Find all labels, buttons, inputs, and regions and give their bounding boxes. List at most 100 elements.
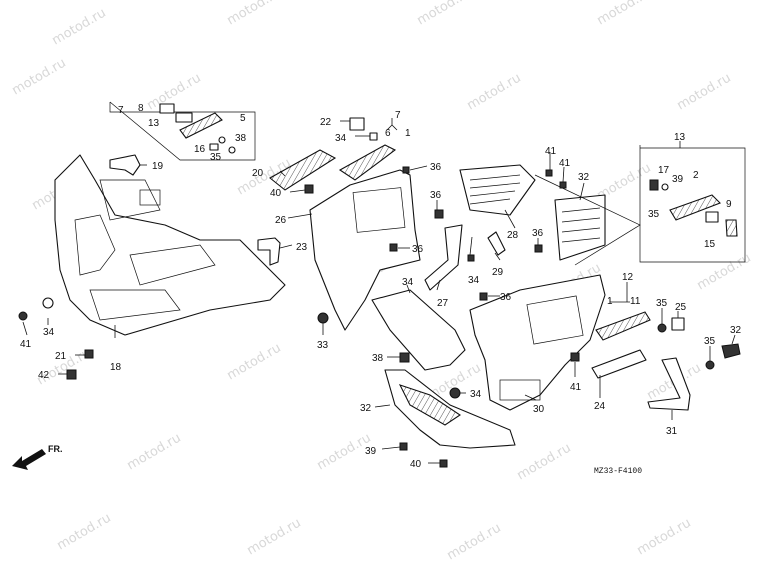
screw-part-40	[570, 352, 580, 362]
callout-32: 34	[470, 389, 482, 400]
trim-part-16	[269, 149, 337, 191]
grommet-part-13	[209, 143, 219, 151]
callout-8: 11	[630, 296, 641, 307]
callout-35: 35	[210, 152, 222, 163]
callout-36: 36	[500, 292, 512, 303]
trim-part-20	[591, 349, 647, 379]
callout-25: 29	[492, 267, 504, 278]
screw-part-40	[304, 184, 314, 194]
washer-part-38	[218, 136, 226, 144]
callout-40: 41	[570, 382, 582, 393]
callout-5: 7	[395, 110, 401, 121]
callout-10: 13	[674, 132, 686, 143]
screw-part-39	[399, 442, 408, 451]
grommet-part-13	[649, 179, 659, 191]
callout-33: 34	[43, 327, 55, 338]
watermark: motod.ru	[225, 0, 284, 28]
callout-36: 36	[412, 244, 424, 255]
clip-part-29	[721, 343, 741, 359]
screw-part-34	[657, 323, 667, 333]
callout-1: 1	[607, 296, 613, 307]
callout-1: 1	[405, 128, 411, 139]
watermark: motod.ru	[225, 341, 284, 384]
callout-6: 7	[118, 105, 124, 116]
nut-part-32	[449, 387, 461, 399]
callout-23: 27	[437, 298, 449, 309]
callout-12: 15	[704, 239, 716, 250]
nut-part-33	[42, 297, 54, 309]
leader-lines	[22, 118, 736, 464]
watermark: motod.ru	[50, 6, 109, 49]
watermark: motod.ru	[55, 511, 114, 554]
callout-15: 19	[152, 161, 164, 172]
front-direction-indicator: FR.	[12, 444, 63, 470]
watermark: motod.ru	[595, 0, 654, 28]
trim-part-4	[338, 144, 397, 181]
trim-part-8	[595, 311, 651, 341]
washer-part-38	[661, 183, 669, 191]
vent-part-24	[459, 164, 536, 216]
diagram-code: MZ33-F4100	[594, 467, 642, 476]
clip-part-36	[534, 244, 543, 253]
watermark: motod.ru	[675, 71, 734, 114]
fasteners	[18, 166, 741, 468]
callout-27: 31	[666, 426, 678, 437]
callout-36: 36	[430, 162, 442, 173]
inset-left	[109, 101, 256, 161]
under-cover-part-30	[384, 369, 516, 449]
fairing-part-26	[469, 274, 606, 411]
callout-42: 41	[20, 339, 32, 350]
screw-part-35	[228, 146, 236, 154]
callout-16: 20	[252, 168, 264, 179]
screw-part-18	[84, 349, 94, 359]
callout-38: 38	[235, 133, 247, 144]
watermark: motod.ru	[465, 71, 524, 114]
callout-41: 41	[545, 146, 557, 157]
panel-part-31	[371, 289, 466, 371]
clip-part-25	[487, 231, 506, 256]
watermark: motod.ru	[515, 441, 574, 484]
grill-part-28	[554, 194, 606, 261]
callout-37: 38	[372, 353, 384, 364]
callouts: 7 8 13 5 38 16 35 19 18 34 41 21 42 20 4…	[20, 103, 742, 470]
bracket-part-17	[349, 117, 365, 131]
callout-7: 9	[726, 199, 732, 210]
clip-part-12	[705, 211, 719, 223]
watermark: motod.ru	[125, 431, 184, 474]
nut-part-37	[399, 352, 410, 363]
callout-24: 28	[507, 230, 519, 241]
front-label: FR.	[48, 444, 63, 454]
clip-part-21	[671, 317, 685, 331]
callout-35: 35	[648, 209, 660, 220]
bracket-part-15	[109, 154, 141, 176]
inset-right	[639, 145, 746, 263]
screw-part-34	[467, 254, 475, 262]
screw-part-34	[705, 360, 715, 370]
callout-18: 21	[55, 351, 67, 362]
screw-part-34	[369, 132, 378, 141]
callout-11: 13	[148, 118, 160, 129]
front-arrow-icon	[12, 449, 46, 470]
bracket-part-2	[669, 194, 721, 221]
clip-part-36	[389, 243, 398, 252]
nut-part-41	[545, 169, 553, 177]
clip-part-11	[175, 112, 193, 123]
lower-cowl-part-14	[54, 154, 286, 336]
callout-31: 34	[402, 277, 414, 288]
callout-17: 22	[320, 117, 332, 128]
nut-part-32	[317, 312, 329, 324]
callout-41: 41	[559, 158, 571, 169]
screw-part-39	[439, 459, 448, 468]
callout-36: 36	[430, 190, 442, 201]
callout-30: 32	[360, 403, 372, 414]
callout-7: 8	[138, 103, 144, 114]
clip-part-7	[159, 103, 175, 114]
watermark: motod.ru	[245, 516, 304, 559]
callout-34: 34	[468, 275, 480, 286]
callout-34: 35	[656, 298, 668, 309]
callout-4: 6	[385, 128, 391, 139]
callout-43: 42	[38, 370, 50, 381]
callout-3: 5	[240, 113, 246, 124]
callout-19: 23	[296, 242, 308, 253]
bolt-part-43	[66, 369, 77, 380]
